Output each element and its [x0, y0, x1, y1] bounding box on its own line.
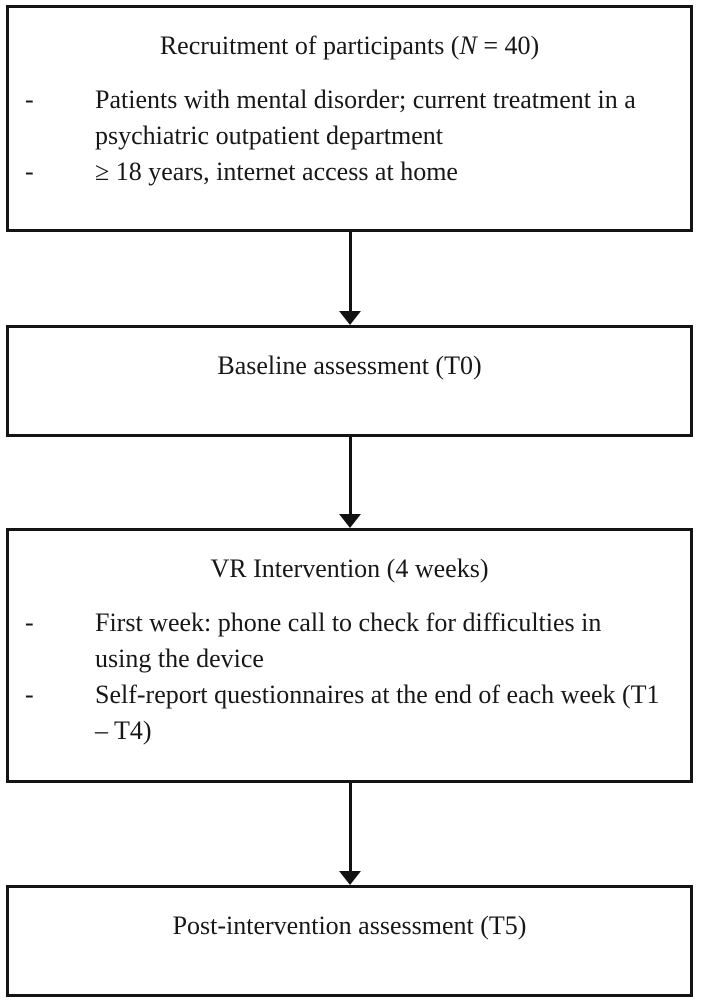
recruitment-bullet-list: - Patients with mental disorder; current…	[9, 82, 690, 190]
arrow-line	[348, 437, 352, 514]
bullet-text: ≥ 18 years, internet access at home	[95, 157, 458, 186]
box-vr-intervention: VR Intervention (4 weeks) - First week: …	[6, 528, 693, 783]
bullet-text: Patients with mental disorder; current t…	[95, 85, 636, 150]
flow-arrow-baseline-to-intervention	[339, 437, 361, 528]
list-item: - Self-report questionnaires at the end …	[9, 677, 690, 749]
arrow-line	[348, 783, 352, 871]
arrowhead-down-icon	[339, 871, 361, 885]
box-baseline-assessment: Baseline assessment (T0)	[6, 325, 693, 437]
intervention-title: VR Intervention (4 weeks)	[210, 554, 489, 583]
list-item: - Patients with mental disorder; current…	[9, 82, 690, 154]
arrow-line	[348, 232, 352, 311]
bullet-dash: -	[25, 157, 34, 186]
baseline-title: Baseline assessment (T0)	[217, 351, 482, 380]
intervention-bullet-list: - First week: phone call to check for di…	[9, 605, 690, 749]
box-recruitment: Recruitment of participants (N = 40) - P…	[6, 5, 693, 232]
recruitment-title-n: N	[459, 31, 477, 60]
flow-arrow-intervention-to-post	[339, 783, 361, 885]
bullet-dash: -	[25, 608, 34, 637]
list-item: - ≥ 18 years, internet access at home	[9, 154, 690, 190]
post-intervention-title: Post-intervention assessment (T5)	[172, 911, 527, 940]
arrowhead-down-icon	[339, 311, 361, 325]
bullet-dash: -	[25, 85, 34, 114]
recruitment-title-prefix: Recruitment of participants (	[159, 31, 460, 60]
box-post-intervention: Post-intervention assessment (T5)	[6, 885, 693, 997]
bullet-text: First week: phone call to check for diff…	[95, 608, 602, 673]
list-item: - First week: phone call to check for di…	[9, 605, 690, 677]
recruitment-title-suffix: = 40)	[476, 31, 540, 60]
bullet-dash: -	[25, 680, 34, 709]
arrowhead-down-icon	[339, 514, 361, 528]
flow-arrow-recruitment-to-baseline	[339, 232, 361, 325]
recruitment-title: Recruitment of participants (N = 40)	[9, 28, 690, 64]
bullet-text: Self-report questionnaires at the end of…	[95, 680, 660, 745]
